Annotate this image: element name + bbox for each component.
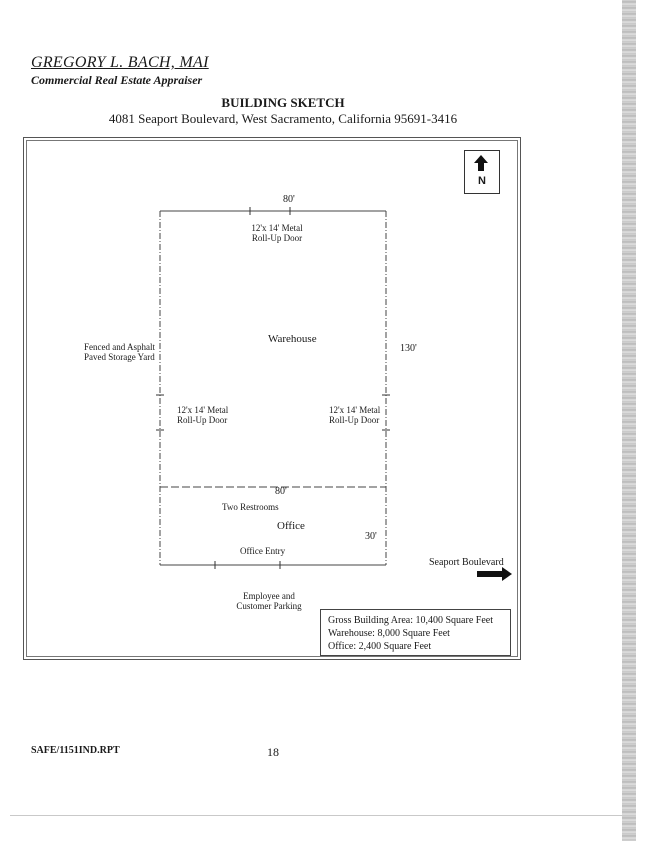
office-depth-dimension: 30'	[365, 531, 377, 542]
scan-edge-artifact	[622, 0, 636, 841]
parking-line1: Employee and	[243, 591, 295, 601]
top-rollup-door-line2: Roll-Up Door	[251, 233, 303, 243]
legend-warehouse-area: Warehouse: 8,000 Square Feet	[328, 628, 450, 639]
property-address: 4081 Seaport Boulevard, West Sacramento,…	[108, 111, 458, 126]
footer-page-number: 18	[267, 745, 279, 759]
sketch-frame-inner	[26, 140, 518, 657]
right-rollup-door-line2: Roll-Up Door	[329, 415, 380, 425]
storage-yard-label: Fenced and Asphalt Paved Storage Yard	[84, 342, 164, 362]
legend-office-area: Office: 2,400 Square Feet	[328, 641, 432, 652]
north-indicator: N	[464, 150, 500, 194]
storage-yard-line2: Paved Storage Yard	[84, 352, 155, 362]
area-legend-box: Gross Building Area: 10,400 Square Feet …	[320, 609, 511, 656]
street-arrow-icon	[477, 567, 512, 581]
left-rollup-door-label: 12'x 14' Metal Roll-Up Door	[177, 405, 257, 425]
street-label: Seaport Boulevard	[429, 557, 504, 568]
office-width-dimension: 80'	[275, 486, 287, 497]
bottom-divider	[10, 815, 635, 816]
office-label: Office	[277, 520, 305, 532]
footer-file-reference: SAFE/1151IND.RPT	[31, 745, 120, 756]
parking-label: Employee and Customer Parking	[224, 591, 314, 611]
office-entry-label: Office Entry	[240, 546, 286, 556]
parking-line2: Customer Parking	[236, 601, 302, 611]
left-rollup-door-line1: 12'x 14' Metal	[177, 405, 229, 415]
north-label: N	[478, 175, 486, 187]
sketch-frame-outer	[23, 137, 521, 660]
top-rollup-door-label: 12'x 14' Metal Roll-Up Door	[232, 223, 322, 243]
storage-yard-line1: Fenced and Asphalt	[84, 342, 155, 352]
right-rollup-door-label: 12'x 14' Metal Roll-Up Door	[329, 405, 409, 425]
left-rollup-door-line2: Roll-Up Door	[177, 415, 228, 425]
right-rollup-door-line1: 12'x 14' Metal	[329, 405, 381, 415]
top-rollup-door-line1: 12'x 14' Metal	[251, 223, 303, 233]
appraiser-name: GREGORY L. BACH, MAI	[31, 54, 209, 71]
document-title: BUILDING SKETCH	[221, 95, 345, 110]
top-width-dimension: 80'	[283, 194, 295, 205]
warehouse-label: Warehouse	[268, 333, 317, 345]
legend-gross-area: Gross Building Area: 10,400 Square Feet	[328, 615, 493, 626]
north-arrow-icon	[474, 155, 488, 171]
side-length-dimension: 130'	[400, 343, 417, 354]
restrooms-label: Two Restrooms	[222, 502, 279, 512]
appraiser-title: Commercial Real Estate Appraiser	[31, 73, 203, 87]
